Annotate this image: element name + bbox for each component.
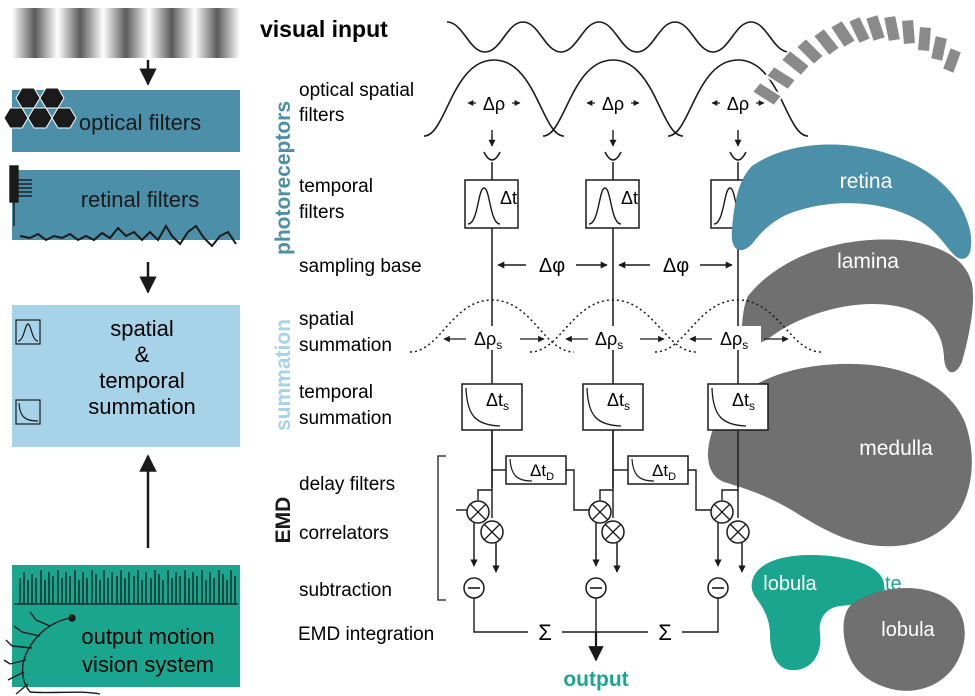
summation-box	[12, 305, 240, 447]
subtraction-label: subtraction	[299, 580, 392, 601]
output-line-1: output motion	[81, 624, 214, 649]
delta-phi-2: Δφ	[663, 255, 689, 277]
delta-rho-2: Δρ	[602, 94, 624, 114]
lamina-shape	[741, 239, 974, 373]
spatial-summation-label-2: summation	[299, 335, 392, 356]
spike-train-trace	[14, 570, 238, 605]
grating-stimulus	[12, 8, 240, 58]
correlator-outputs	[470, 523, 746, 573]
output-label: output	[563, 668, 628, 691]
emd-integration-label: EMD integration	[298, 624, 434, 645]
neuron-dendrite-icon	[3, 611, 101, 695]
summation-group-label: summation	[272, 319, 295, 431]
temporal-summation-label-1: temporal	[299, 382, 373, 403]
gaussian-filter-icon	[15, 319, 41, 345]
optical-gaussians	[423, 59, 809, 137]
photoreceptors-group-label: photoreceptors	[272, 101, 295, 255]
delta-t-1: Δt	[500, 188, 517, 208]
emd-group-label: EMD	[272, 497, 295, 544]
lobula-plate-shape	[751, 555, 885, 671]
hexagon-ommatidia-icon	[3, 87, 77, 129]
summation-line-3: temporal	[99, 368, 185, 393]
retinal-filters-label: retinal filters	[81, 187, 200, 212]
emd-integration-lines	[473, 598, 719, 633]
spatial-summation-label-1: spatial	[299, 309, 354, 330]
delta-ts-2: Δts	[607, 390, 630, 413]
medulla-label: medulla	[859, 437, 933, 460]
delta-t-2: Δt	[621, 188, 638, 208]
output-line-2: vision system	[82, 652, 214, 677]
sigma-1: Σ	[538, 620, 552, 645]
sampling-base-label: sampling base	[299, 256, 422, 277]
delta-rho-s-2: Δρs	[595, 329, 623, 352]
retinal-filters-box	[12, 170, 240, 240]
retinal-noise-trace	[19, 224, 237, 248]
delta-ts-1: Δts	[486, 390, 509, 413]
visual-input-sine	[446, 21, 790, 53]
summation-line-2: &	[135, 342, 150, 367]
optical-spatial-label-2: filters	[299, 105, 344, 126]
summation-line-4: summation	[88, 394, 196, 419]
correlators-label: correlators	[299, 523, 389, 544]
lobula-plate-label-a: lobula	[763, 573, 817, 595]
delta-rho-s-1: Δρs	[474, 329, 502, 352]
receptor-cups	[483, 151, 747, 161]
temporal-summation-boxes	[461, 383, 769, 431]
sigma-2: Σ	[658, 620, 672, 645]
lobula-shape	[843, 587, 965, 691]
delta-rho-1: Δρ	[483, 94, 505, 114]
lobula-label: lobula	[881, 619, 935, 641]
delay-filter-boxes	[505, 455, 689, 485]
retina-label: retina	[840, 170, 893, 193]
optical-spatial-label-1: optical spatial	[299, 80, 414, 101]
summation-line-1: spatial	[110, 316, 174, 341]
optical-filters-label: optical filters	[79, 110, 201, 135]
visual-input-label: visual input	[260, 16, 388, 42]
retina-shape	[731, 144, 972, 259]
emd-wiring	[456, 430, 739, 518]
temporal-filters-label-2: filters	[299, 202, 344, 223]
emd-bracket	[437, 455, 446, 601]
delta-rho-s-3: Δρs	[720, 329, 748, 352]
delta-phi-1: Δφ	[539, 255, 565, 277]
temporal-filters-label-1: temporal	[299, 176, 373, 197]
spatial-summation-gaussians	[409, 299, 822, 353]
medulla-shape	[708, 363, 972, 547]
delta-td-2: ΔtD	[652, 461, 676, 483]
delay-filters-label: delay filters	[299, 474, 395, 495]
delta-td-1: ΔtD	[530, 461, 554, 483]
delta-rho-3: Δρ	[727, 94, 749, 114]
ommatidia-lenses	[750, 12, 964, 108]
delta-ts-3: Δts	[732, 390, 755, 413]
decay-filter-icon	[15, 399, 41, 425]
lamina-label: lamina	[837, 250, 899, 273]
temporal-summation-label-2: summation	[299, 408, 392, 429]
comb-brush-icon	[9, 165, 32, 226]
